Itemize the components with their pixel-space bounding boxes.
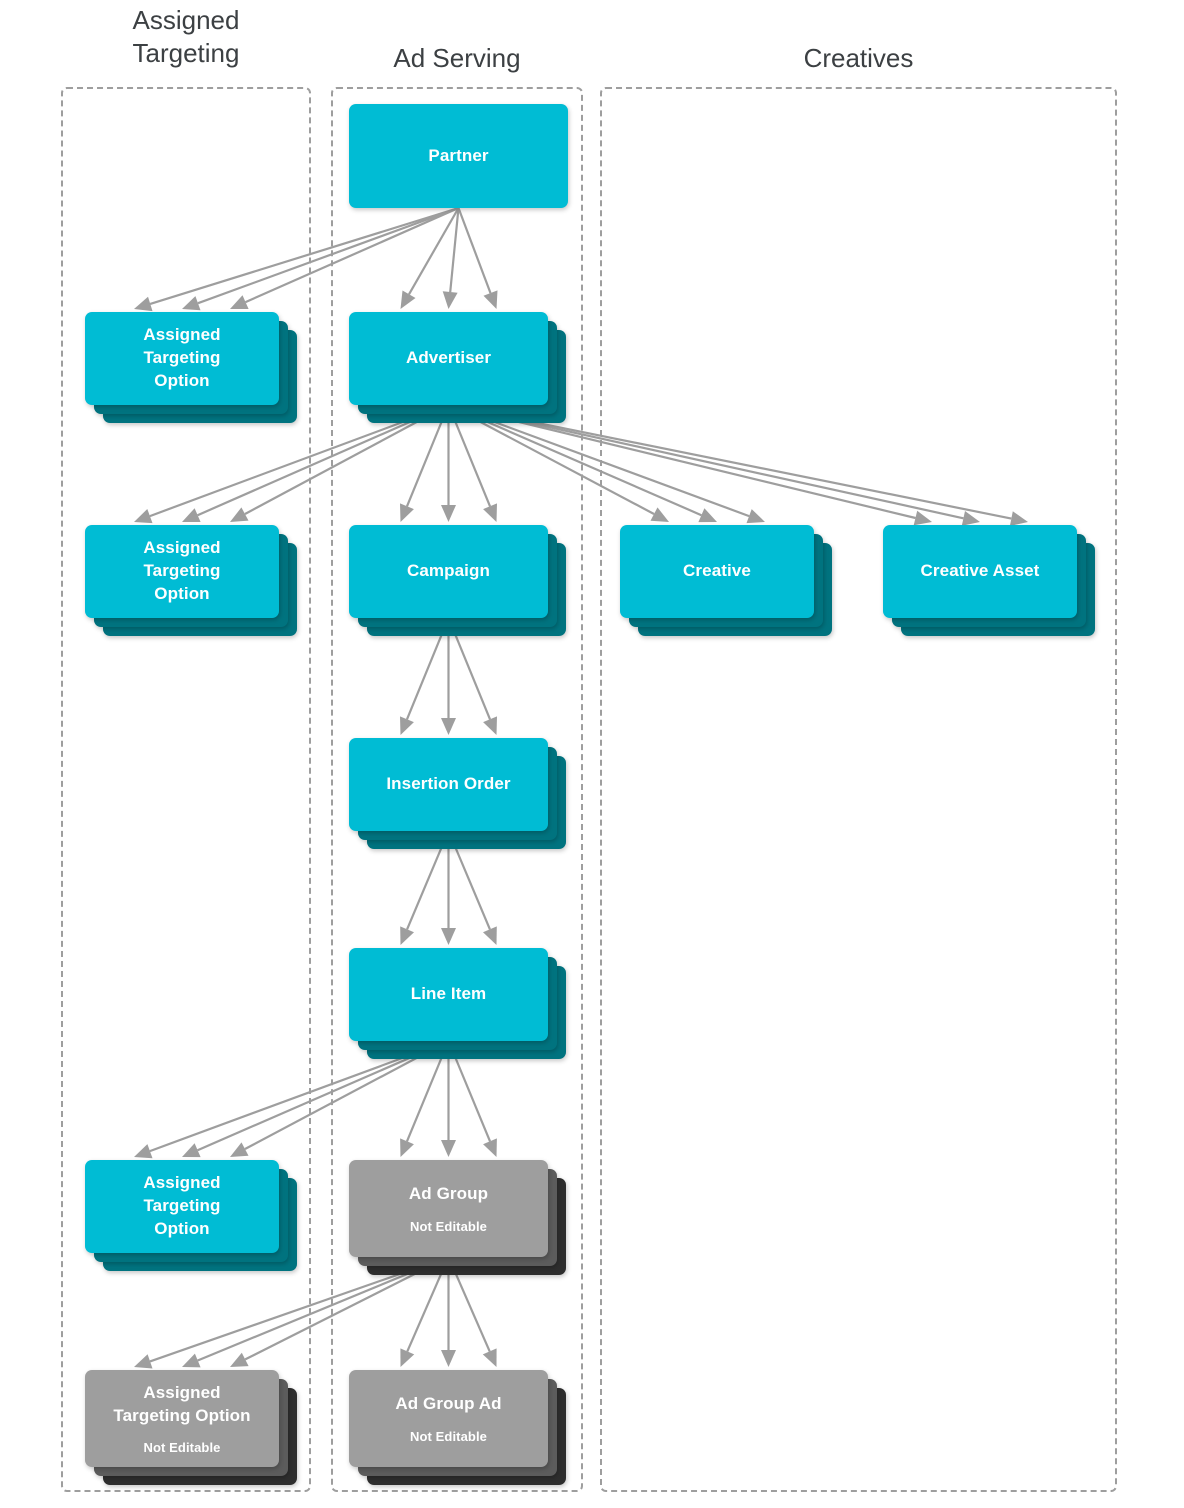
node-face: Insertion Order: [349, 738, 548, 831]
node-face: Assigned Targeting Option: [85, 1160, 279, 1253]
node-subtitle: Not Editable: [143, 1440, 221, 1456]
entity-node-insertion-order[interactable]: Insertion Order: [349, 738, 566, 849]
node-title: Advertiser: [405, 348, 492, 368]
node-title: Ad Group Ad: [395, 1394, 502, 1414]
node-title: Insertion Order: [386, 774, 511, 794]
node-title: Ad Group: [408, 1184, 489, 1204]
node-title: Assigned Targeting Option: [143, 1173, 221, 1238]
entity-node-ato-partner[interactable]: Assigned Targeting Option: [85, 312, 297, 423]
swimlane-title-ad-serving: Ad Serving: [393, 43, 521, 73]
swimlane-box-creatives: [600, 87, 1117, 1492]
entity-node-line-item[interactable]: Line Item: [349, 948, 566, 1059]
node-face: Line Item: [349, 948, 548, 1041]
node-subtitle: Not Editable: [409, 1218, 488, 1234]
node-title: Assigned Targeting Option: [143, 325, 221, 390]
entity-node-creative[interactable]: Creative: [620, 525, 832, 636]
node-title: Assigned Targeting Option: [143, 538, 221, 603]
node-title: Campaign: [407, 561, 490, 581]
node-face: Partner: [349, 104, 568, 208]
node-face: Ad Group Ad Not Editable: [349, 1370, 548, 1467]
node-face: Assigned Targeting Option: [85, 525, 279, 618]
node-face: Campaign: [349, 525, 548, 618]
node-face: Assigned Targeting Option: [85, 312, 279, 405]
swimlane-title-assigned-targeting: Assigned Targeting: [132, 5, 240, 69]
entity-node-advertiser[interactable]: Advertiser: [349, 312, 566, 423]
entity-node-partner[interactable]: Partner: [349, 104, 568, 208]
swimlane-box-ad-serving: [331, 87, 583, 1492]
node-subtitle: Not Editable: [409, 1428, 488, 1444]
swimlane-title-creatives: Creatives: [803, 43, 914, 73]
entity-node-ato-advertiser[interactable]: Assigned Targeting Option: [85, 525, 297, 636]
node-title: Line Item: [410, 984, 487, 1004]
entity-node-campaign[interactable]: Campaign: [349, 525, 566, 636]
node-title: Creative: [683, 561, 751, 581]
node-face: Creative Asset: [883, 525, 1077, 618]
entity-node-ad-group-ad[interactable]: Ad Group Ad Not Editable: [349, 1370, 566, 1485]
swimlane-box-assigned-targeting: [61, 87, 311, 1492]
entity-node-ato-line-item[interactable]: Assigned Targeting Option: [85, 1160, 297, 1271]
node-face: Creative: [620, 525, 814, 618]
node-face: Advertiser: [349, 312, 548, 405]
entity-node-creative-asset[interactable]: Creative Asset: [883, 525, 1095, 636]
node-title: Assigned Targeting Option: [113, 1382, 251, 1425]
node-title: Partner: [428, 145, 489, 165]
node-title: Creative Asset: [920, 561, 1040, 581]
